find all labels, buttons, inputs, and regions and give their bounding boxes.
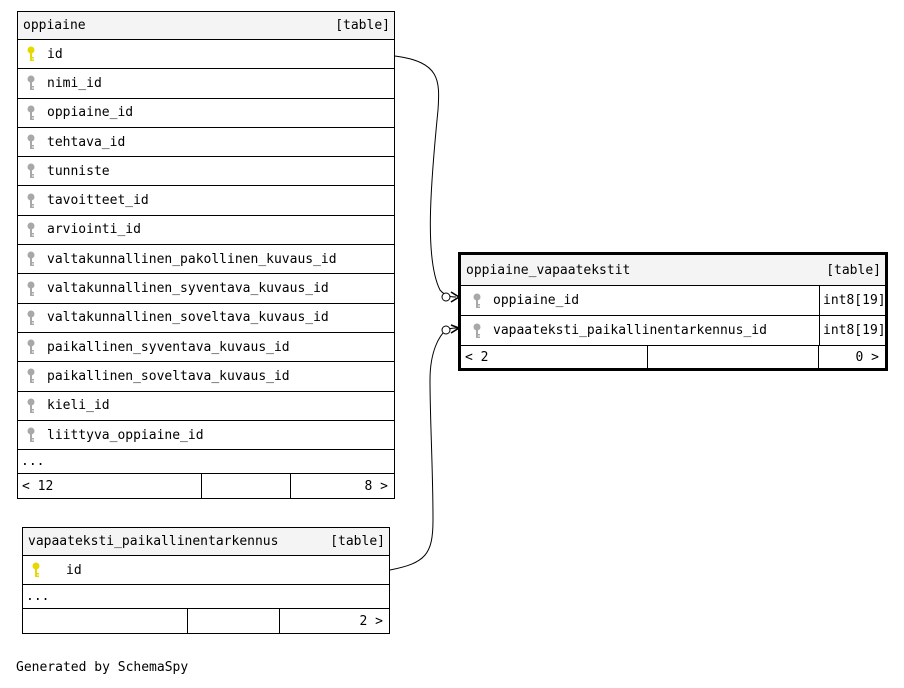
- column-type: int8[19]: [819, 316, 886, 345]
- foreign-key-icon: [23, 397, 45, 415]
- column-row[interactable]: oppiaine_id int8[19]: [461, 286, 886, 316]
- column-name[interactable]: paikallinen_syventava_kuvaus_id: [47, 339, 290, 355]
- foreign-key-icon: [23, 133, 45, 151]
- foreign-key-icon: [23, 250, 45, 268]
- column-row[interactable]: id: [23, 556, 389, 586]
- column-row[interactable]: valtakunnallinen_soveltava_kuvaus_id: [18, 304, 394, 333]
- table-header[interactable]: oppiaine [table]: [18, 12, 394, 40]
- foreign-key-icon: [23, 162, 45, 180]
- table-kind: [table]: [826, 262, 881, 278]
- table-footer: 2 >: [23, 609, 389, 634]
- table-footer: < 2 0 >: [461, 346, 885, 368]
- table-oppiaine-vapaatekstit[interactable]: oppiaine_vapaatekstit [table] oppiaine_i…: [458, 252, 888, 371]
- foreign-key-icon: [23, 221, 45, 239]
- child-count[interactable]: 0 >: [855, 349, 879, 365]
- column-row[interactable]: oppiaine_id: [18, 99, 394, 128]
- column-name[interactable]: id: [66, 562, 82, 578]
- foreign-key-icon: [23, 280, 45, 298]
- column-row[interactable]: valtakunnallinen_syventava_kuvaus_id: [18, 274, 394, 304]
- parent-count[interactable]: < 12: [18, 474, 202, 499]
- column-name[interactable]: id: [47, 46, 63, 62]
- column-name[interactable]: arviointi_id: [47, 222, 141, 238]
- table-vapaateksti-paikallinentarkennus[interactable]: vapaateksti_paikallinentarkennus [table]…: [22, 527, 390, 635]
- table-name[interactable]: vapaateksti_paikallinentarkennus: [28, 534, 279, 549]
- column-name[interactable]: vapaateksti_paikallinentarkennus_id: [493, 323, 767, 338]
- generator-caption: Generated by SchemaSpy: [16, 660, 189, 675]
- more-columns: ...: [18, 450, 394, 475]
- table-kind: [table]: [335, 18, 390, 33]
- more-columns: ...: [23, 585, 389, 610]
- column-row[interactable]: paikallinen_soveltava_kuvaus_id: [18, 362, 394, 392]
- child-count[interactable]: 8 >: [364, 478, 388, 494]
- primary-key-icon: [28, 561, 50, 579]
- column-row[interactable]: kieli_id: [18, 392, 394, 421]
- parent-count[interactable]: < 2: [461, 346, 648, 368]
- footer-middle-cell: [188, 609, 280, 634]
- table-kind: [table]: [330, 534, 385, 549]
- footer-middle-cell: [202, 474, 291, 499]
- table-header[interactable]: oppiaine_vapaatekstit [table]: [461, 255, 885, 286]
- foreign-key-icon: [469, 322, 491, 340]
- child-count[interactable]: 2 >: [359, 613, 383, 629]
- column-row[interactable]: tavoitteet_id: [18, 186, 394, 216]
- foreign-key-icon: [23, 192, 45, 210]
- column-row[interactable]: valtakunnallinen_pakollinen_kuvaus_id: [18, 245, 394, 275]
- foreign-key-icon: [23, 74, 45, 92]
- column-row[interactable]: tunniste: [18, 157, 394, 187]
- table-header[interactable]: vapaateksti_paikallinentarkennus [table]: [23, 528, 389, 556]
- relationship-zero-marker: [441, 325, 451, 335]
- column-name[interactable]: oppiaine_id: [493, 293, 580, 308]
- foreign-key-icon: [23, 367, 45, 385]
- column-row[interactable]: liittyva_oppiaine_id: [18, 421, 394, 451]
- foreign-key-icon: [23, 104, 45, 122]
- column-name[interactable]: kieli_id: [47, 398, 110, 414]
- table-footer: < 12 8 >: [18, 474, 394, 499]
- column-name[interactable]: valtakunnallinen_soveltava_kuvaus_id: [47, 310, 329, 326]
- foreign-key-icon: [23, 426, 45, 444]
- table-name[interactable]: oppiaine: [23, 18, 86, 33]
- column-row[interactable]: nimi_id: [18, 69, 394, 99]
- relationship-zero-marker: [441, 292, 451, 302]
- column-type: int8[19]: [819, 286, 886, 315]
- column-row[interactable]: id: [18, 40, 394, 70]
- column-row[interactable]: vapaateksti_paikallinentarkennus_id int8[…: [461, 316, 886, 346]
- column-name[interactable]: liittyva_oppiaine_id: [47, 427, 204, 443]
- footer-middle-cell: [648, 346, 819, 368]
- foreign-key-icon: [23, 338, 45, 356]
- column-name[interactable]: oppiaine_id: [47, 105, 134, 121]
- column-name[interactable]: nimi_id: [47, 75, 102, 91]
- column-row[interactable]: arviointi_id: [18, 216, 394, 246]
- column-row[interactable]: paikallinen_syventava_kuvaus_id: [18, 333, 394, 363]
- column-name[interactable]: paikallinen_soveltava_kuvaus_id: [47, 368, 290, 384]
- parent-count[interactable]: [23, 609, 188, 634]
- column-name[interactable]: tavoitteet_id: [47, 193, 149, 209]
- column-name[interactable]: valtakunnallinen_pakollinen_kuvaus_id: [47, 251, 337, 267]
- foreign-key-icon: [469, 292, 491, 310]
- table-name[interactable]: oppiaine_vapaatekstit: [466, 262, 631, 278]
- relationship-vapaateksti-edge: [389, 327, 458, 571]
- foreign-key-icon: [23, 309, 45, 327]
- column-name[interactable]: valtakunnallinen_syventava_kuvaus_id: [47, 281, 329, 297]
- column-row[interactable]: tehtava_id: [18, 128, 394, 158]
- primary-key-icon: [23, 45, 45, 63]
- column-name[interactable]: tunniste: [47, 163, 110, 179]
- relationship-oppiaine-edge: [394, 55, 457, 298]
- column-name[interactable]: tehtava_id: [47, 134, 126, 150]
